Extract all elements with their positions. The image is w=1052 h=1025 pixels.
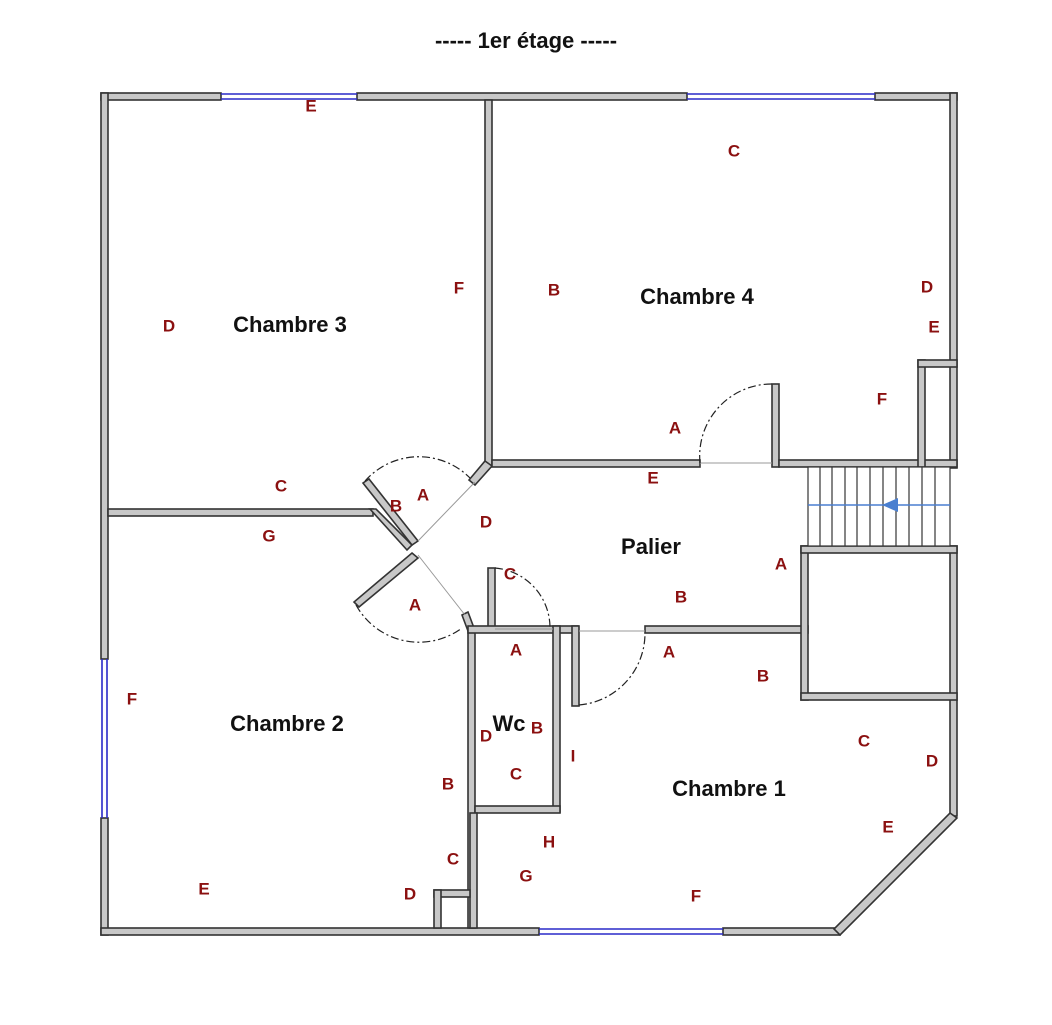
wall-label: B [390,496,402,515]
wall-label: A [417,485,429,504]
room-labels: Chambre 3 Chambre 4 Palier Chambre 2 Wc … [230,284,786,801]
wall-label: C [447,849,459,868]
wall-label: B [675,587,687,606]
wall-label: F [877,389,887,408]
wall-c4-bottom-left [491,459,701,468]
wall-closet2-bottom [800,692,958,701]
wall-label: C [510,764,522,783]
wall-left-lower [100,817,109,936]
room-chambre4: Chambre 4 [640,284,754,309]
room-chambre2: Chambre 2 [230,711,344,736]
wall-label: E [305,96,316,115]
door-chambre1 [578,632,646,706]
wall-closet2-top [800,545,958,554]
wall-label: C [275,476,287,495]
room-wc: Wc [493,711,526,736]
wall-label: I [571,746,576,765]
wall-label: B [442,774,454,793]
door-wc [494,567,551,629]
wall-label: B [548,280,560,299]
wall-c3-c4 [484,99,493,467]
wall-label: D [480,512,492,531]
wall-label: E [647,468,658,487]
wall-label: A [663,642,675,661]
wall-label: B [531,718,543,737]
wall-label: C [858,731,870,750]
stair-arrow-icon [882,498,898,512]
wall-top-right [874,92,958,101]
wall-label: A [669,418,681,437]
wall-label: E [198,879,209,898]
wall-closet-left [917,359,926,468]
wall-label: D [926,751,938,770]
windows [101,93,875,935]
wall-bottom-right [722,927,841,936]
door-chambre3 [364,456,471,482]
wall-left-upper [100,92,109,660]
wall-label: C [728,141,740,160]
wall-label: D [480,726,492,745]
door-chambre4 [699,383,773,464]
wall-duct-left [433,889,442,929]
wall-door-c2 [352,551,420,609]
wall-label: E [928,317,939,336]
room-chambre1: Chambre 1 [672,776,786,801]
wall-closet2-left [800,545,809,701]
wall-closet-top [917,359,958,368]
wall-label: A [510,640,522,659]
wall-label: A [775,554,787,573]
wall-c4-door-jamb [771,383,780,468]
wall-wc-bottom [474,805,561,814]
outer-walls [100,92,959,937]
wall-diagonal [832,811,959,937]
room-palier: Palier [621,534,681,559]
wall-label: F [127,689,137,708]
stairs [807,466,951,547]
wall-labels: E D F C B A C B D E F A E D C A B G A F … [127,96,940,905]
wall-label: H [543,832,555,851]
wall-label: B [757,666,769,685]
wall-wc-right [552,625,561,813]
floor-title: ----- 1er étage ----- [434,28,618,53]
wall-label: F [691,886,701,905]
wall-label: G [262,526,275,545]
wall-label: E [882,817,893,836]
wall-top-left [100,92,222,101]
wall-label: D [921,277,933,296]
wall-label: F [454,278,464,297]
wall-c4-bottom-right [778,459,958,468]
wall-right-upper [949,92,958,469]
wall-label: C [504,564,516,583]
wall-label: A [409,595,421,614]
doors [355,383,773,706]
wall-c3-diag [467,459,494,487]
wall-label: D [163,316,175,335]
wall-right-lower [949,545,958,817]
wall-c2-c3 [107,508,374,517]
wall-c1-door-jamb [571,625,580,707]
wall-label: G [519,866,532,885]
wall-label: D [404,884,416,903]
room-chambre3: Chambre 3 [233,312,347,337]
wall-bottom-left [100,927,540,936]
wall-c1-top [644,625,809,634]
wall-top-mid [356,92,688,101]
wall-wc-door-jamb [487,567,496,629]
wall-wc-base [469,812,478,929]
interior-walls [107,99,958,929]
